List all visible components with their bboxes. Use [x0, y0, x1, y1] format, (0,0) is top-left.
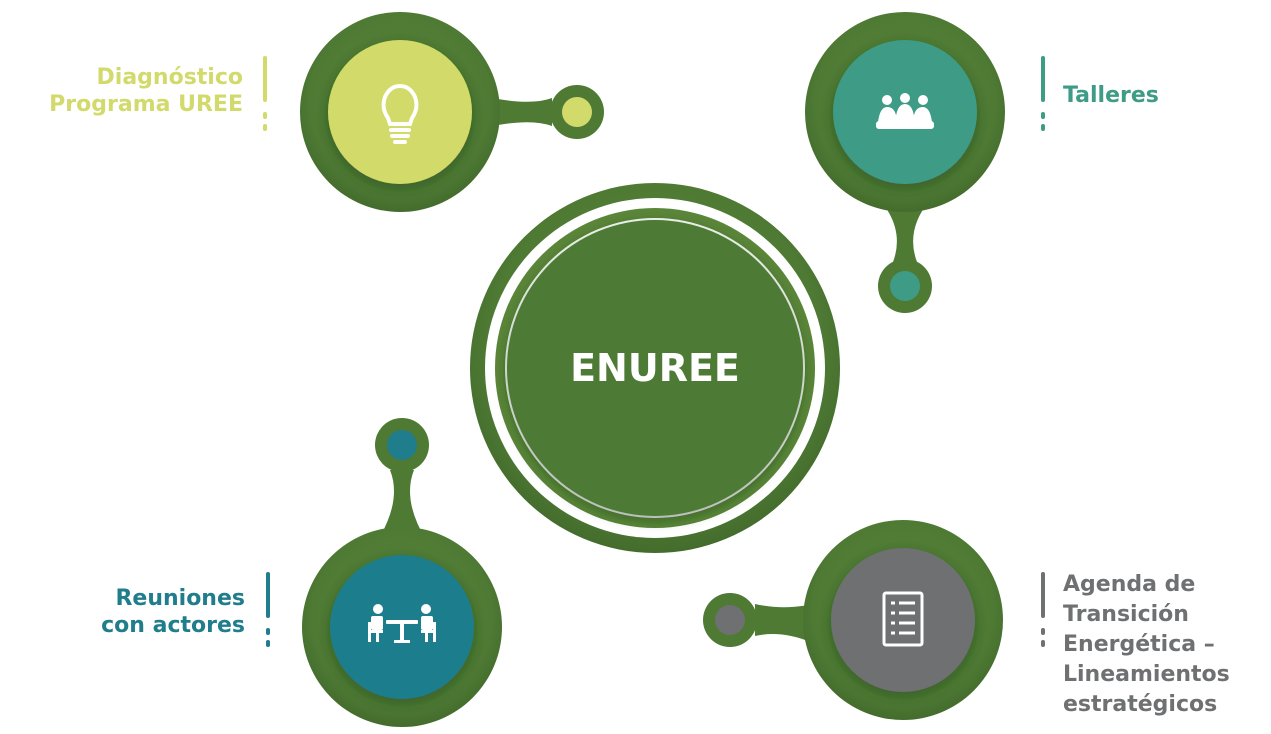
tab-dot-agenda [715, 605, 745, 635]
node-talleres [805, 12, 1005, 313]
connector-talleres [880, 200, 930, 262]
label-diagnostico-line-1: Diagnóstico [96, 65, 243, 90]
divider-dot-agenda-2 [1041, 640, 1045, 647]
divider-agenda [1041, 572, 1045, 618]
divider-dot-reuniones-2 [266, 640, 270, 647]
divider-dot-agenda [1041, 628, 1045, 635]
divider-diagnostico [263, 56, 267, 102]
document-list-icon [882, 591, 924, 647]
label-agenda-line-5: estratégicos [1063, 692, 1218, 717]
tab-dot-diagnostico [562, 97, 592, 127]
center-node: ENUREE [470, 183, 840, 553]
lightbulb-icon [381, 83, 419, 144]
divider-dot-talleres [1041, 112, 1045, 119]
label-diagnostico-line-2: Programa UREE [49, 92, 243, 117]
label-reuniones: Reuniones con actores [101, 585, 245, 639]
node-diagnostico [300, 12, 604, 212]
tab-dot-talleres [890, 271, 920, 301]
node-agenda [703, 520, 1003, 720]
disc-diagnostico [328, 40, 472, 184]
label-talleres-line-1: Talleres [1063, 83, 1159, 108]
tab-dot-reuniones [387, 430, 417, 460]
divider-dot-diagnostico [263, 112, 267, 119]
center-title: ENUREE [570, 346, 740, 390]
center-disc [507, 220, 803, 516]
label-agenda-line-4: Lineamientos [1063, 662, 1230, 687]
label-diagnostico: Diagnóstico Programa UREE [49, 64, 243, 118]
divider-dot-talleres-2 [1041, 124, 1045, 131]
label-reuniones-line-2: con actores [101, 613, 245, 638]
node-reuniones [302, 418, 502, 727]
people-at-table-icon [368, 604, 436, 643]
connector-reuniones [378, 470, 426, 540]
label-agenda-line-3: Energética – [1063, 632, 1215, 657]
divider-dot-diagnostico-2 [263, 124, 267, 131]
label-talleres: Talleres [1063, 82, 1159, 109]
divider-talleres [1041, 56, 1045, 102]
label-agenda-line-1: Agenda de [1063, 572, 1196, 597]
divider-reuniones [266, 572, 270, 618]
label-agenda: Agenda de Transición Energética – Lineam… [1063, 570, 1230, 720]
meeting-group-icon [876, 93, 934, 129]
label-agenda-line-2: Transición [1063, 602, 1189, 627]
disc-agenda [831, 548, 975, 692]
label-reuniones-line-1: Reuniones [115, 586, 245, 611]
divider-dot-reuniones [266, 628, 270, 635]
